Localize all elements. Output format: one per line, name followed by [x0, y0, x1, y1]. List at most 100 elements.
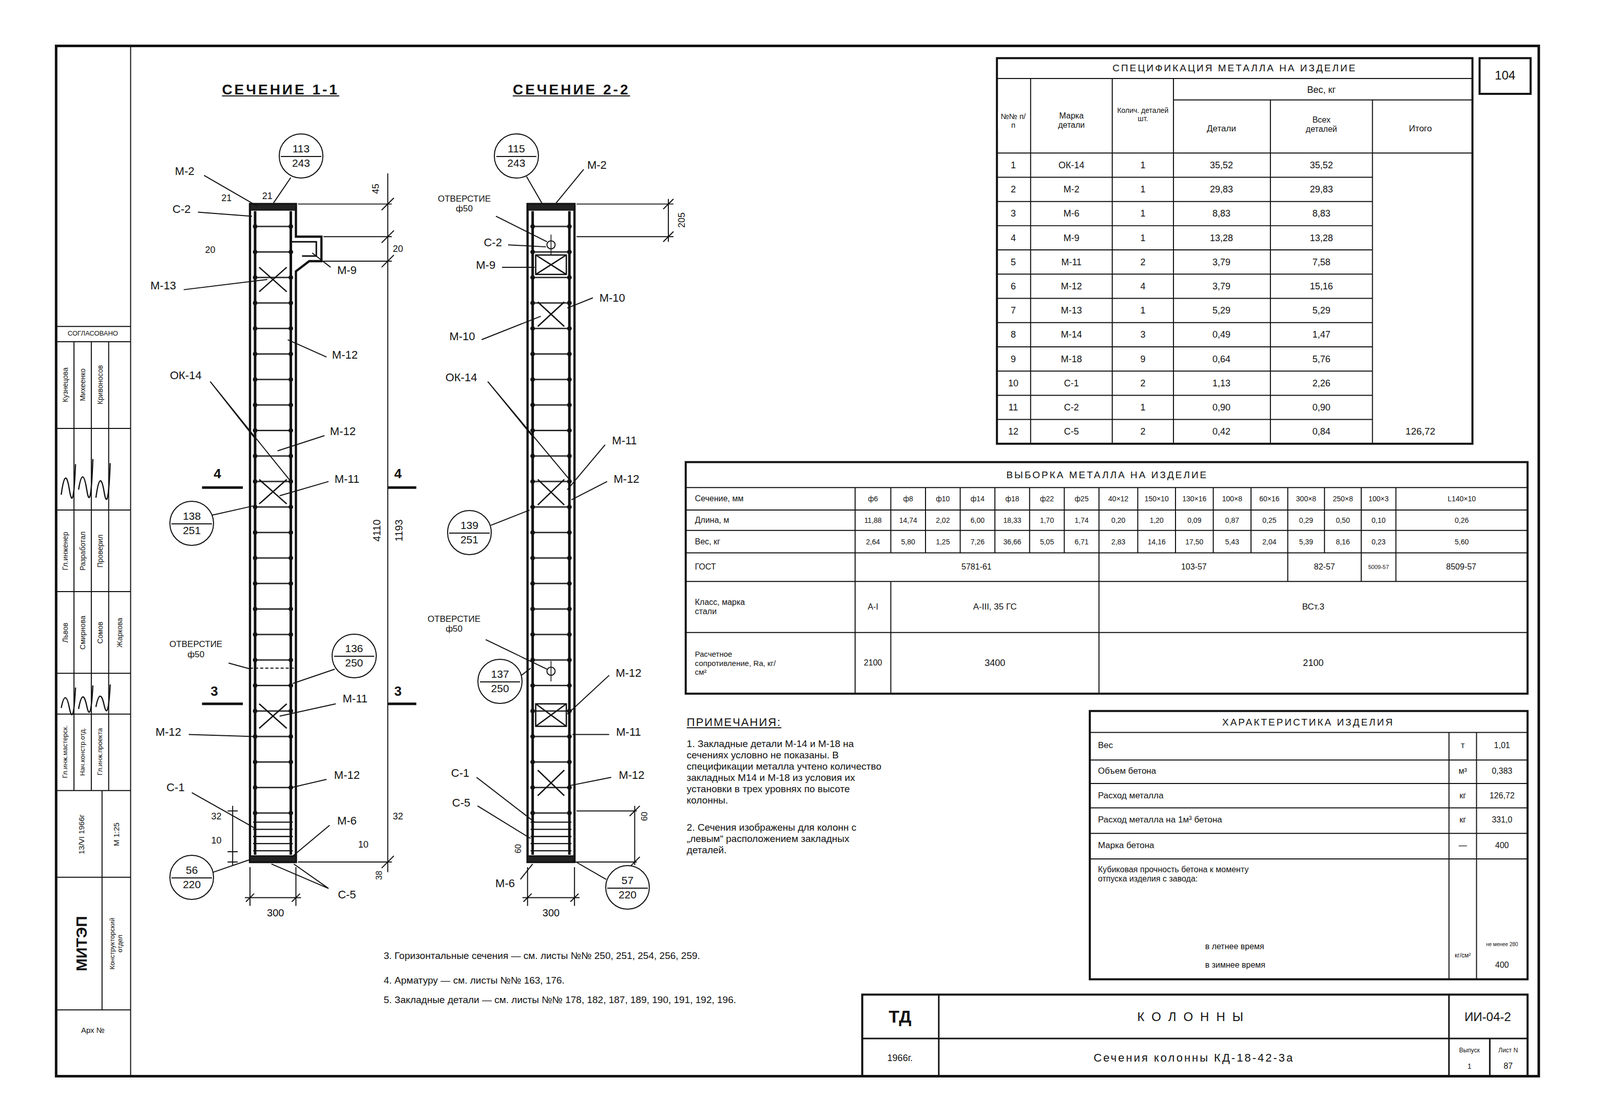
- table-cell: 1: [1139, 160, 1147, 171]
- table-cell: L140×10: [1446, 494, 1477, 504]
- section-mark: 3: [209, 684, 219, 700]
- callout-divider: [496, 156, 537, 158]
- part-mark: М-2: [586, 158, 608, 172]
- table-cell: 14,74: [898, 516, 919, 525]
- table-cell: 2,02: [934, 516, 951, 525]
- part-mark: М-11: [333, 473, 361, 487]
- dimension: 10: [209, 835, 223, 847]
- stamp-text: Нач.констр.отд.: [79, 726, 87, 778]
- table-cell: 2,26: [1311, 377, 1332, 389]
- hole-note: ОТВЕРСТИЕ ф50: [164, 640, 228, 661]
- table-cell: 8509-57: [1444, 562, 1478, 572]
- part-mark: М-12: [333, 768, 361, 782]
- table-cell: ф10: [934, 494, 951, 504]
- table-cell: 9: [1139, 353, 1147, 365]
- table-cell: 2: [1009, 184, 1017, 196]
- property-table-frame: [1089, 711, 1528, 980]
- dimension: 60: [513, 843, 524, 855]
- table-cell: 0,87: [1224, 516, 1241, 525]
- table-cell: 5009-57: [1366, 564, 1390, 571]
- stamp-text: Разработал: [78, 530, 87, 572]
- spec-table-frame: [996, 58, 1473, 445]
- table-cell: 0,42: [1211, 426, 1232, 438]
- table-cell: 1,25: [934, 537, 951, 547]
- part-mark: С-5: [451, 796, 472, 810]
- callout-circle: 136250: [331, 633, 377, 679]
- table-cell: 100×8: [1221, 494, 1244, 504]
- callout-number: 138: [182, 510, 201, 523]
- dimension: 20: [391, 243, 404, 255]
- table-header: Вес, кг: [1306, 84, 1337, 96]
- title-block: Выпуск: [1457, 1047, 1481, 1055]
- stamp-text: М 1:25: [111, 821, 121, 848]
- callout-divider: [280, 156, 321, 158]
- part-mark: М-12: [329, 425, 357, 438]
- table-cell: 3,79: [1211, 256, 1232, 268]
- table-cell: С-1: [1063, 377, 1081, 389]
- table-cell: кг: [1458, 815, 1468, 825]
- title-block: 1: [1466, 1062, 1473, 1071]
- table-cell: 5,43: [1224, 537, 1241, 547]
- title-block: КОЛОННЫ: [1136, 1010, 1252, 1025]
- table-cell: 2: [1139, 377, 1147, 389]
- table-cell: 0,23: [1370, 537, 1387, 547]
- section-mark: 4: [212, 467, 222, 483]
- dimension: 1193: [393, 518, 406, 543]
- title-block-grid: [862, 994, 1528, 1077]
- part-mark: М-12: [154, 726, 183, 740]
- table-cell: 1,13: [1211, 377, 1232, 389]
- part-mark: М-10: [448, 330, 476, 343]
- table-cell: 5: [1009, 256, 1017, 268]
- callout-number: 137: [491, 668, 510, 681]
- table-cell: 0,84: [1311, 426, 1332, 438]
- note: 4. Арматуру — см. листы №№ 163, 176.: [382, 975, 566, 987]
- table-cell: 250×8: [1331, 494, 1354, 504]
- table-cell: 10: [1007, 377, 1020, 389]
- table-cell: 1,74: [1073, 516, 1090, 525]
- table-cell: 35,52: [1208, 160, 1235, 171]
- callout-divider: [171, 523, 212, 525]
- callout-number: 136: [344, 643, 363, 655]
- callout-divider: [171, 877, 212, 879]
- table-cell: 5,60: [1453, 537, 1470, 547]
- table-cell: А-I: [866, 602, 879, 612]
- table-cell: М-14: [1059, 329, 1084, 341]
- table-cell: 0,29: [1298, 516, 1315, 525]
- table-cell: 1,20: [1148, 516, 1165, 525]
- table-cell: 6,71: [1073, 537, 1090, 547]
- table-cell: Расход металла на 1м³ бетона: [1096, 815, 1224, 826]
- stamp-text: Гл.инж.мастерск.: [61, 724, 70, 780]
- table-cell: 5,39: [1298, 537, 1315, 547]
- table-cell: 15,16: [1308, 281, 1335, 293]
- dimension: 32: [391, 811, 404, 822]
- embedded-part-cross: [535, 255, 567, 797]
- part-mark: С-2: [171, 202, 192, 216]
- table-cell: 2,83: [1110, 537, 1127, 547]
- table-cell: 4: [1139, 281, 1147, 293]
- dimension-line: [227, 806, 238, 866]
- table-cell: Класс, марка стали: [694, 598, 768, 618]
- stamp-grid: [55, 45, 131, 1077]
- table-cell: Расход металла: [1096, 791, 1165, 802]
- table-cell: не менее 280: [1485, 941, 1519, 949]
- table-cell: М-2: [1062, 184, 1081, 196]
- table-cell: 5781-61: [960, 562, 993, 572]
- table-cell: 1: [1139, 402, 1147, 414]
- part-mark: М-2: [174, 164, 196, 178]
- dimension: 20: [203, 244, 217, 256]
- table-cell: 0,26: [1453, 516, 1470, 525]
- table-cell: 0,50: [1334, 516, 1351, 525]
- part-mark: М-6: [494, 877, 516, 891]
- title-block: 1966г.: [886, 1052, 914, 1064]
- table-cell: 1,70: [1038, 516, 1055, 525]
- table-cell: 1: [1139, 208, 1147, 220]
- callout-number: 220: [182, 879, 201, 891]
- stamp-text: Арх №: [80, 1026, 106, 1035]
- table-cell: 0,90: [1211, 402, 1232, 414]
- table-cell: 0,10: [1370, 516, 1387, 525]
- table-cell: 2,64: [864, 537, 881, 547]
- dimension: 300: [265, 907, 285, 920]
- table-cell: ОК-14: [1057, 160, 1086, 171]
- table-cell: 3: [1139, 329, 1147, 341]
- stamp-text: Гл.инж.проекта: [95, 727, 104, 777]
